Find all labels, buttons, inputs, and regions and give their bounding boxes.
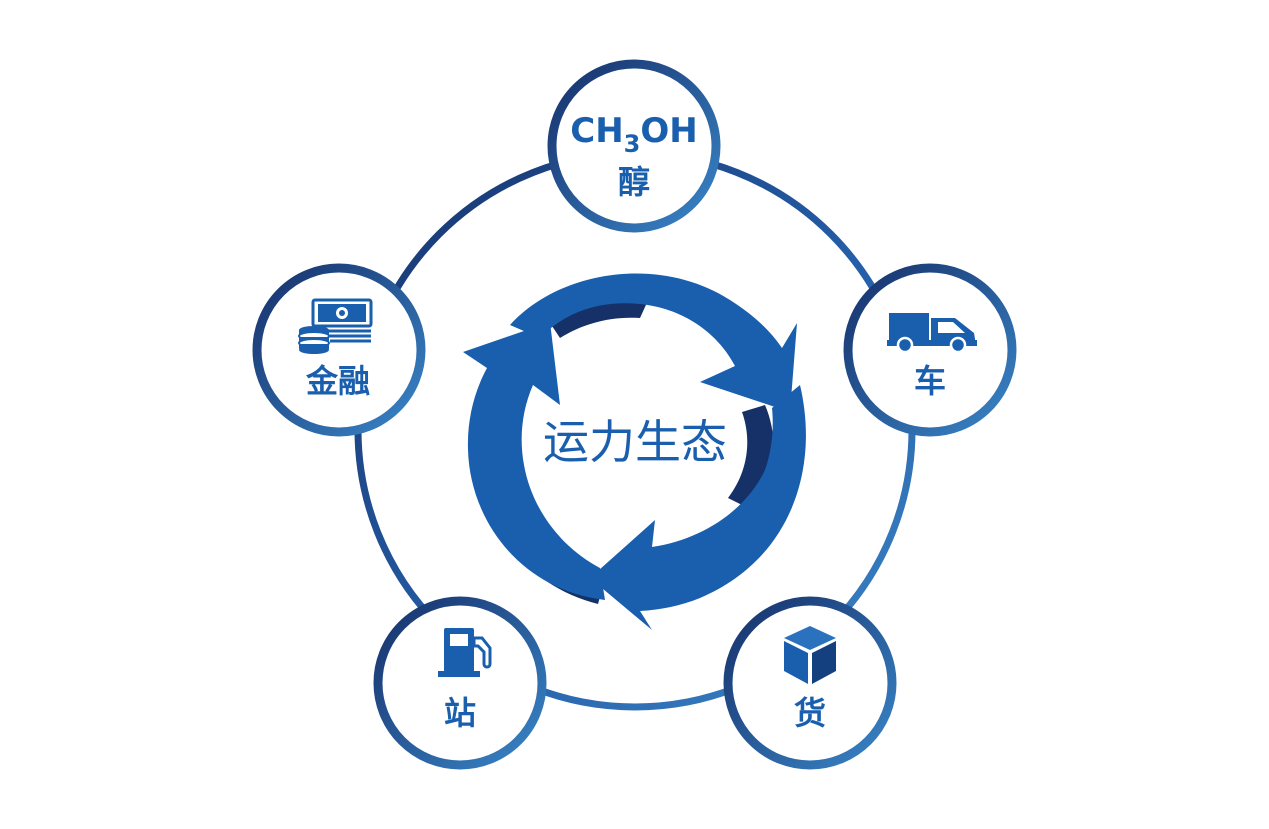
cycle-arrows bbox=[463, 273, 806, 630]
node-cargo[interactable]: 货 bbox=[723, 596, 897, 770]
formula-prefix: CH bbox=[570, 111, 623, 151]
node-cargo-circle bbox=[723, 596, 897, 770]
node-vehicle-label: 车 bbox=[914, 362, 946, 400]
node-cargo-label: 货 bbox=[794, 694, 826, 732]
node-finance-label: 金融 bbox=[305, 362, 370, 400]
node-vehicle[interactable]: 车 bbox=[843, 263, 1017, 437]
node-finance[interactable]: 金融 bbox=[252, 263, 426, 437]
node-methanol-label: 醇 bbox=[618, 163, 650, 201]
node-finance-circle bbox=[252, 263, 426, 437]
arrow-top bbox=[510, 273, 797, 412]
center-label: 运力生态 bbox=[543, 415, 727, 469]
arrow-bottom bbox=[590, 385, 806, 630]
node-station-label: 站 bbox=[444, 694, 476, 732]
node-methanol[interactable]: CH3OH 醇 bbox=[547, 59, 721, 233]
node-vehicle-circle bbox=[843, 263, 1017, 437]
fuel-pump-icon bbox=[438, 628, 492, 677]
arrow-left bbox=[463, 322, 605, 600]
money-stack-icon bbox=[298, 298, 373, 354]
cube-icon bbox=[784, 626, 836, 684]
methanol-formula: CH3OH bbox=[570, 111, 697, 158]
node-station-circle bbox=[373, 596, 547, 770]
formula-suffix: OH bbox=[640, 111, 697, 151]
truck-icon bbox=[887, 313, 977, 354]
node-methanol-circle bbox=[547, 59, 721, 233]
node-station[interactable]: 站 bbox=[373, 596, 547, 770]
arrow-shadow-top bbox=[548, 295, 650, 338]
formula-subscript: 3 bbox=[624, 130, 641, 158]
